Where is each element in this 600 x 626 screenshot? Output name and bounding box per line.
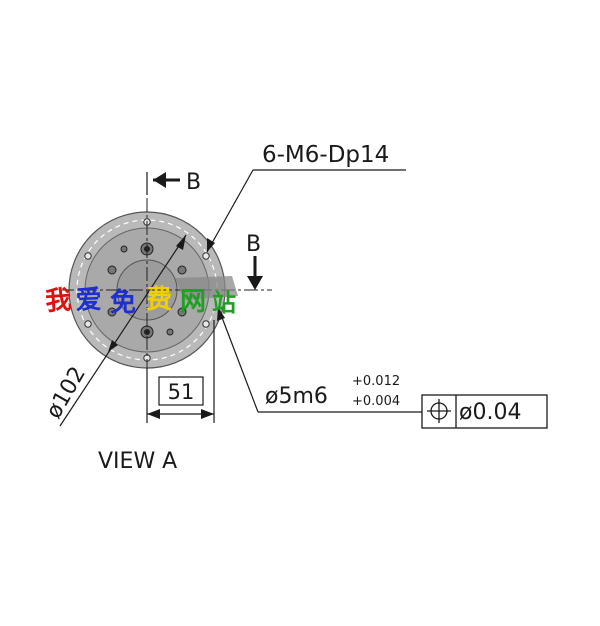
- width-dim-label: 51: [168, 380, 195, 404]
- section-b-right: B: [246, 232, 263, 290]
- tolerance-upper: +0.012: [352, 374, 400, 389]
- flange-view: [60, 175, 272, 420]
- inner-hole: [177, 265, 187, 275]
- svg-text:网: 网: [180, 287, 206, 317]
- width-dim-box: [158, 376, 204, 406]
- view-label: VIEW A: [98, 449, 177, 474]
- thread-callout-label: 6-M6-Dp14: [262, 142, 389, 168]
- svg-text:爱: 爱: [75, 285, 102, 316]
- section-b-top-label: B: [186, 170, 201, 195]
- inner-holes: [107, 242, 187, 339]
- small-hole: [166, 328, 174, 336]
- inner-hole: [107, 265, 117, 275]
- svg-text:费: 费: [146, 285, 172, 315]
- center-lines: [60, 175, 272, 420]
- pin-hole-label: ø5m6: [265, 384, 328, 409]
- width-dim: 51: [146, 320, 215, 423]
- position-tolerance-value: ø0.04: [459, 400, 521, 425]
- position-symbol-icon: [427, 399, 451, 423]
- svg-text:免: 免: [110, 287, 136, 318]
- section-b-top: B: [146, 170, 201, 195]
- tolerance-lower: +0.004: [352, 394, 400, 409]
- bolt-hole: [84, 320, 92, 328]
- inner-hole: [107, 307, 117, 317]
- thread-callout: 6-M6-Dp14: [206, 142, 406, 253]
- bolt-hole: [84, 252, 92, 260]
- position-tolerance-frame: ø0.04: [421, 394, 548, 429]
- small-hole: [120, 245, 128, 253]
- section-b-right-label: B: [246, 232, 261, 257]
- pin-hole-callout: ø5m6 +0.012 +0.004: [217, 306, 422, 413]
- svg-text:我: 我: [44, 285, 72, 317]
- watermark-logo: 我 爱 免 费 网 站: [44, 276, 238, 318]
- bolt-hole: [202, 320, 210, 328]
- svg-text:站: 站: [212, 288, 236, 317]
- inner-hole: [177, 307, 187, 317]
- diameter-label: ø102: [42, 362, 91, 423]
- bolt-hole: [202, 252, 210, 260]
